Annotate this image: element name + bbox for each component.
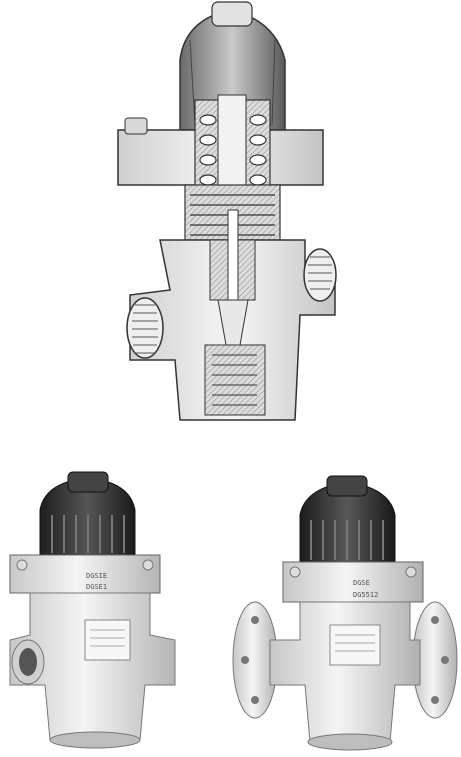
plate-label-bottom: DGSE1 [86, 583, 107, 591]
black-knob [39, 471, 136, 556]
outlet-port [303, 248, 337, 302]
valve-body [269, 601, 421, 751]
valve-body [129, 209, 336, 421]
flanged-valve-photo: DGSE DG5512 [232, 475, 458, 751]
plate-label-top: DGSIE [86, 572, 107, 580]
threaded-valve-photo: DGSIE DGSE1 [9, 471, 176, 749]
inlet-port [126, 297, 164, 359]
nameplate [84, 619, 131, 661]
nameplate [329, 624, 381, 666]
black-knob [299, 475, 396, 563]
bonnet-housing [117, 94, 324, 216]
cutaway-valve-illustration [117, 1, 337, 421]
valve-body [9, 592, 176, 749]
bonnet-plate: DGSIE DGSE1 [9, 554, 161, 594]
plate-label-top: DGSE [353, 579, 370, 587]
plate-label-bottom: DG5512 [353, 591, 378, 599]
bonnet-plate: DGSE DG5512 [282, 561, 424, 603]
